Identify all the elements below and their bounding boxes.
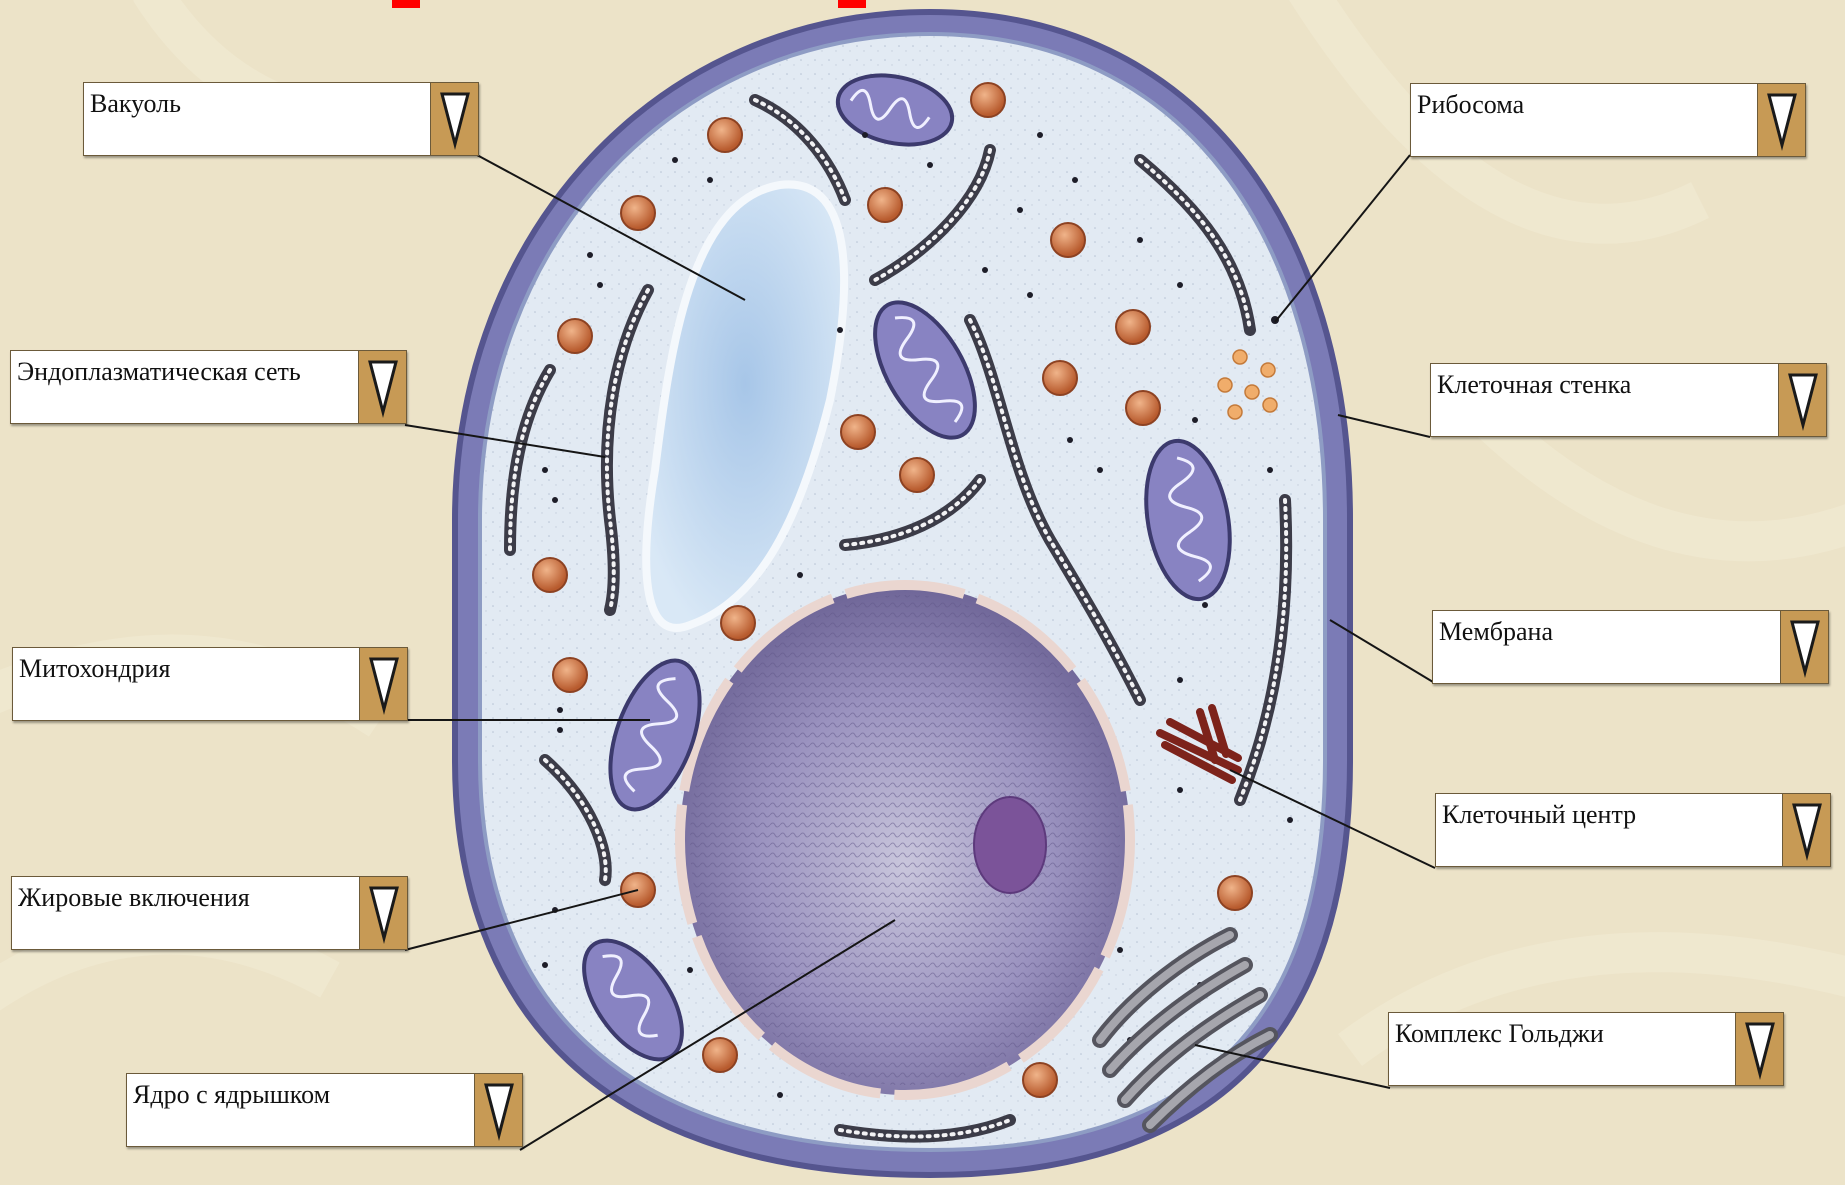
leader-wall: [1338, 415, 1430, 437]
label-mitochondrion[interactable]: Митохондрия: [12, 647, 408, 721]
nucleus: [680, 585, 1130, 1095]
label-text: Клеточная стенка: [1437, 370, 1631, 400]
label-text: Жировые включения: [18, 883, 250, 913]
triangle-down-icon: [1765, 89, 1799, 151]
label-text: Мембрана: [1439, 617, 1553, 647]
label-text: Вакуоль: [90, 89, 181, 119]
dropdown-button[interactable]: [1757, 84, 1805, 156]
label-text: Эндоплазматическая сеть: [17, 357, 301, 387]
dropdown-button[interactable]: [1735, 1013, 1783, 1085]
triangle-down-icon: [367, 882, 401, 944]
label-text: Клеточный центр: [1442, 800, 1636, 830]
label-nucleus[interactable]: Ядро с ядрышком: [126, 1073, 523, 1147]
dropdown-button[interactable]: [358, 351, 406, 423]
label-text: Рибосома: [1417, 90, 1524, 120]
label-cell-wall[interactable]: Клеточная стенка: [1430, 363, 1827, 437]
dropdown-button[interactable]: [1778, 364, 1826, 436]
triangle-down-icon: [366, 356, 400, 418]
label-vacuole[interactable]: Вакуоль: [83, 82, 479, 156]
label-fat-inclusions[interactable]: Жировые включения: [11, 876, 408, 950]
label-golgi[interactable]: Комплекс Гольджи: [1388, 1012, 1784, 1086]
dropdown-button[interactable]: [359, 877, 407, 949]
label-centrosome[interactable]: Клеточный центр: [1435, 793, 1831, 867]
triangle-down-icon: [367, 653, 401, 715]
label-text: Ядро с ядрышком: [133, 1080, 330, 1110]
leader-ribosome: [1275, 155, 1410, 322]
label-membrane[interactable]: Мембрана: [1432, 610, 1829, 684]
label-text: Митохондрия: [19, 654, 170, 684]
dropdown-button[interactable]: [1780, 611, 1828, 683]
triangle-down-icon: [1790, 799, 1824, 861]
red-title-mark: [838, 0, 866, 8]
triangle-down-icon: [438, 88, 472, 150]
label-text: Комплекс Гольджи: [1395, 1019, 1604, 1049]
nucleolus: [974, 797, 1046, 893]
triangle-down-icon: [1786, 369, 1820, 431]
red-title-mark: [392, 0, 420, 8]
label-endoplasmic-reticulum[interactable]: Эндоплазматическая сеть: [10, 350, 407, 424]
title-fragment: [0, 0, 1845, 8]
dropdown-button[interactable]: [359, 648, 407, 720]
dropdown-button[interactable]: [1782, 794, 1830, 866]
label-ribosome[interactable]: Рибосома: [1410, 83, 1806, 157]
dropdown-button[interactable]: [430, 83, 478, 155]
dropdown-button[interactable]: [474, 1074, 522, 1146]
triangle-down-icon: [1743, 1018, 1777, 1080]
triangle-down-icon: [482, 1079, 516, 1141]
triangle-down-icon: [1788, 616, 1822, 678]
